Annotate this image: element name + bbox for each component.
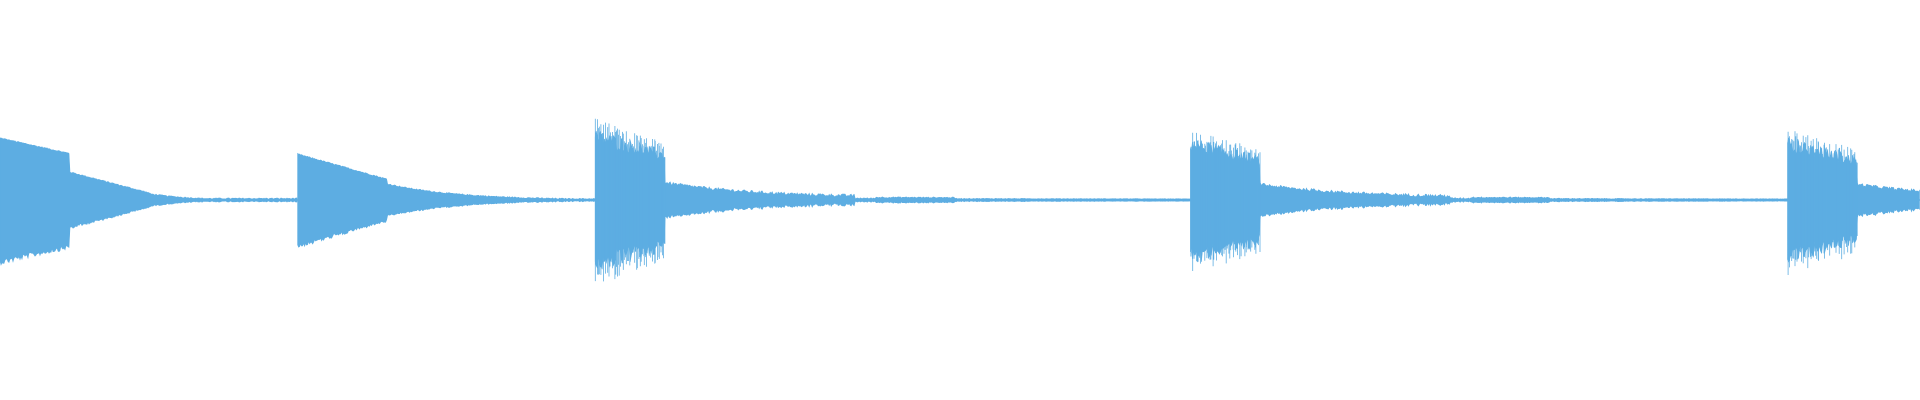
waveform-segment <box>0 137 298 266</box>
waveform-segment <box>1190 132 1788 271</box>
waveform-segment <box>1787 131 1920 275</box>
waveform-segment <box>594 118 1191 282</box>
waveform-segment <box>297 152 595 248</box>
waveform-envelope <box>297 152 595 248</box>
waveform-envelope <box>594 130 1191 270</box>
waveform-layer <box>0 118 1920 282</box>
waveform-envelope <box>0 137 298 266</box>
waveform-envelope <box>1190 140 1788 263</box>
